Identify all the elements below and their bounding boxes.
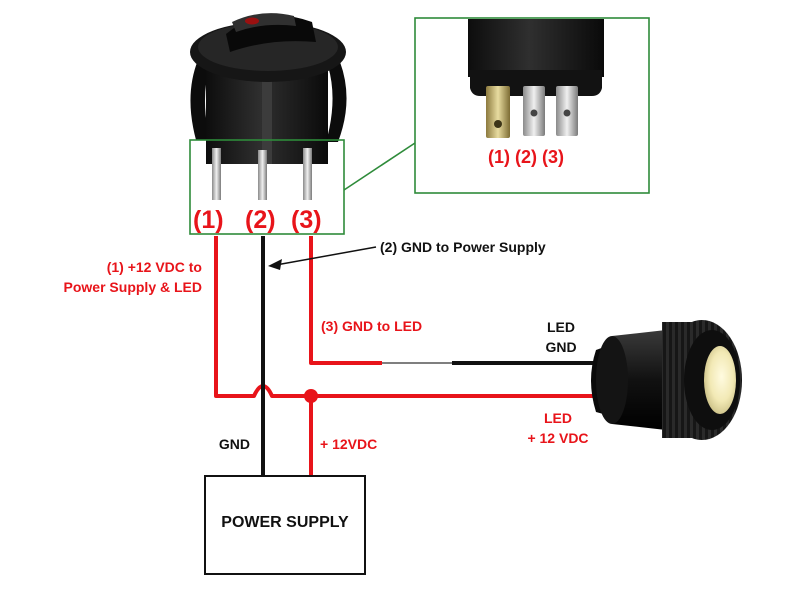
terminal-2-label: (2) <box>245 206 276 234</box>
ps-gnd-label: GND <box>219 436 250 452</box>
wire-ground-led-red <box>309 236 382 365</box>
inset-terminal-caption: (1) (2) (3) <box>488 147 564 167</box>
rocker-switch-icon <box>190 13 347 200</box>
positive-label-line1: (1) +12 VDC to <box>107 259 202 275</box>
gnd-supply-label: (2) GND to Power Supply <box>380 239 546 255</box>
switch-pins-closeup-icon <box>468 19 604 138</box>
gnd-label-pointer <box>275 246 377 266</box>
led-pos-label-line2: + 12 VDC <box>527 430 588 446</box>
callout-connector <box>343 142 416 191</box>
gnd-led-label: (3) GND to LED <box>321 318 422 334</box>
wires <box>214 236 600 475</box>
pin-callout-frame <box>189 139 345 235</box>
ps-pos-label: + 12VDC <box>320 436 377 452</box>
led-pos-label-line1: LED <box>544 410 572 426</box>
terminal-3-label: (3) <box>291 206 322 234</box>
positive-label-line2: Power Supply & LED <box>64 279 202 295</box>
wire-positive-main <box>214 236 600 398</box>
led-gnd-label-line2: GND <box>545 339 576 355</box>
led-gnd-label-line1: LED <box>547 319 575 335</box>
terminal-1-label: (1) <box>193 206 224 234</box>
power-supply-title: POWER SUPPLY <box>221 514 349 531</box>
gnd-label-arrowhead <box>268 259 282 270</box>
led-indicator-icon <box>591 320 742 440</box>
junction-dot-icon <box>304 389 318 403</box>
power-supply-box <box>204 475 366 575</box>
